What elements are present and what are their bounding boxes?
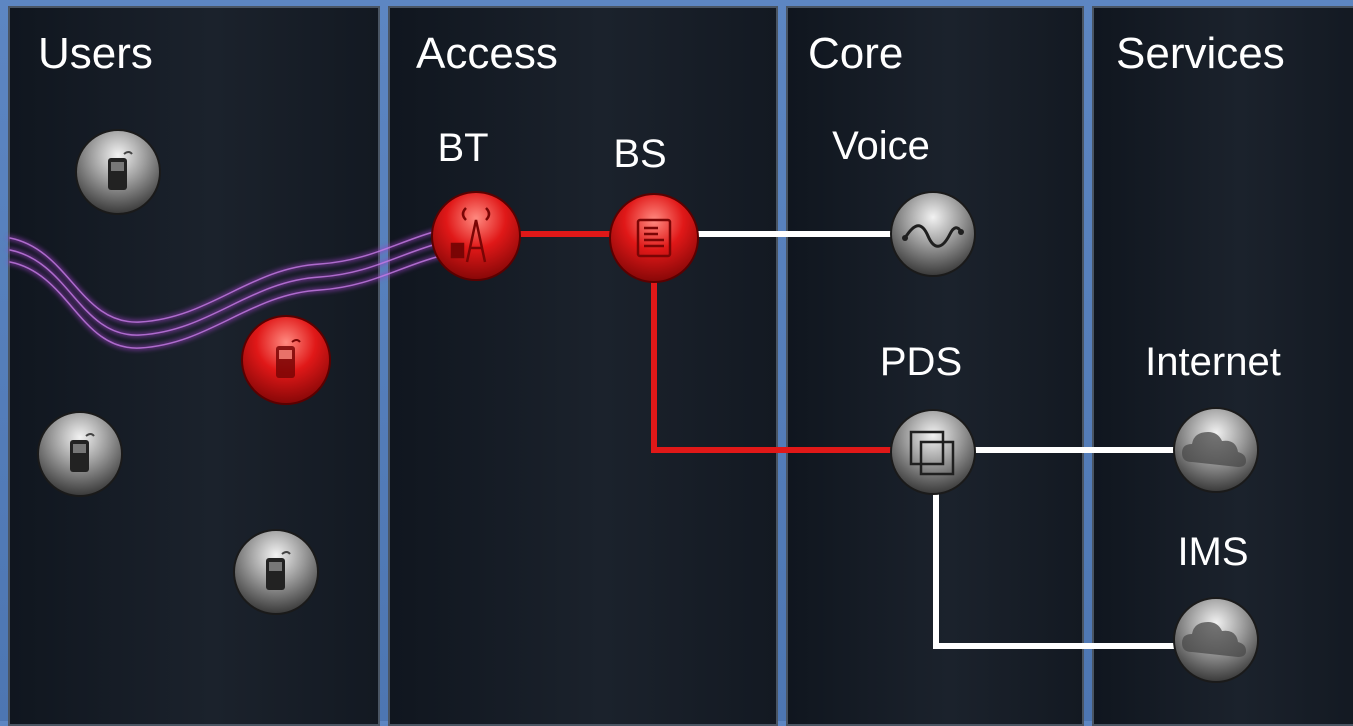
core-panel-title: Core [808, 29, 904, 78]
antenna-tower-icon [450, 207, 491, 263]
cloud-icon [1182, 622, 1246, 657]
user-phone-3[interactable] [37, 411, 123, 497]
radio-wave [7, 221, 473, 351]
user-phone-2-active[interactable] [241, 315, 331, 405]
pds-node[interactable] [890, 409, 976, 495]
mobile-phone-icon [70, 433, 95, 472]
ims-node[interactable] [1173, 597, 1259, 683]
mobile-phone-icon [266, 551, 291, 590]
packet-switch-icon [909, 430, 955, 476]
voice-node[interactable] [890, 191, 976, 277]
ims-label: IMS [1177, 530, 1249, 574]
mobile-phone-icon [276, 339, 301, 378]
mobile-phone-icon [108, 151, 133, 190]
bt-label: BT [437, 126, 489, 170]
link-pds-ims [933, 455, 1216, 649]
base-station-icon [636, 218, 672, 258]
bs-node[interactable] [609, 193, 699, 283]
internet-node[interactable] [1173, 407, 1259, 493]
user-phone-4[interactable] [233, 529, 319, 615]
internet-label: Internet [1145, 340, 1281, 384]
bs-label: BS [613, 132, 667, 176]
waveform-icon [902, 224, 964, 248]
services-panel-title: Services [1116, 29, 1285, 78]
access-panel-title: Access [416, 29, 558, 78]
user-phone-1[interactable] [75, 129, 161, 215]
voice-label: Voice [832, 124, 930, 168]
cloud-icon [1182, 432, 1246, 467]
users-panel-title: Users [38, 29, 153, 78]
pds-label: PDS [879, 340, 963, 384]
link-bs-pds [651, 240, 933, 453]
bt-node[interactable] [431, 191, 521, 281]
